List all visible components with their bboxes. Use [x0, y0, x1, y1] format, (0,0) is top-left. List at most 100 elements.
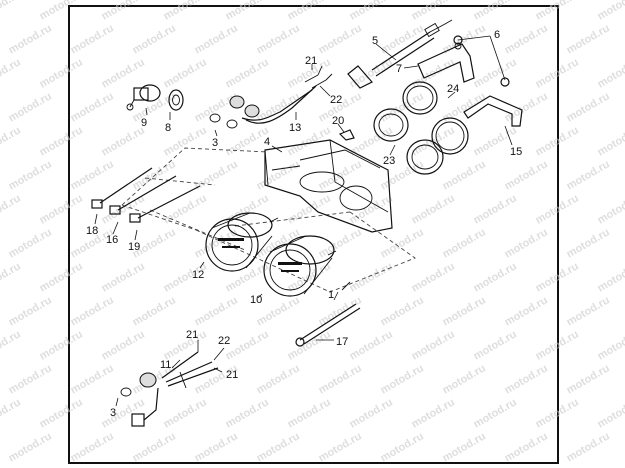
watermark-text: motod.ru [348, 56, 395, 90]
part-24-bezel-rings [402, 81, 469, 155]
watermark-text: motod.ru [162, 396, 209, 430]
watermark-text: motod.ru [596, 56, 625, 90]
watermark-text: motod.ru [596, 124, 625, 158]
watermark-text: motod.ru [7, 362, 54, 396]
watermark-text: motod.ru [410, 0, 457, 23]
label-part-22-bottom: 22 [218, 335, 230, 347]
watermark-text: motod.ru [596, 260, 625, 294]
watermark-text: motod.ru [534, 260, 581, 294]
watermark-text: motod.ru [69, 22, 116, 56]
watermark-text: motod.ru [224, 328, 271, 362]
watermark-text: motod.ru [0, 56, 23, 90]
label-part-21-top: 21 [305, 55, 317, 67]
watermark-text: motod.ru [317, 362, 364, 396]
watermark-text: motod.ru [7, 226, 54, 260]
part-11-wire-harness-bottom [120, 351, 219, 427]
watermark-text: motod.ru [0, 396, 23, 430]
watermark-text: motod.ru [69, 362, 116, 396]
watermark-text: motod.ru [534, 396, 581, 430]
watermark-text: motod.ru [534, 328, 581, 362]
watermark-text: motod.ru [565, 90, 612, 124]
leader-lines [94, 35, 513, 407]
label-part-21-bottom-left: 21 [186, 329, 198, 341]
watermark-text: motod.ru [596, 328, 625, 362]
watermark-text: motod.ru [193, 22, 240, 56]
part-23-lenses [373, 108, 444, 175]
watermark-text: motod.ru [534, 0, 581, 23]
watermark-text: motod.ru [255, 362, 302, 396]
label-part-8: 8 [165, 122, 171, 134]
part-number-labels: 9 8 3 4 5 7 6 24 23 15 13 20 21 22 18 16… [86, 29, 522, 419]
watermark-text: motod.ru [131, 22, 178, 56]
part-10-speedometer [263, 235, 337, 297]
watermark-text: motod.ru [410, 328, 457, 362]
watermark-text: motod.ru [472, 328, 519, 362]
watermark-text: motod.ru [410, 192, 457, 226]
watermark-text: motod.ru [534, 124, 581, 158]
part-6-nuts [453, 35, 510, 87]
watermark-text: motod.ru [38, 124, 85, 158]
label-part-1: 1 [328, 289, 334, 301]
label-part-3-top: 3 [212, 137, 218, 149]
watermark-text: motod.ru [503, 226, 550, 260]
watermark-text: motod.ru [193, 294, 240, 328]
watermark-text: motod.ru [379, 90, 426, 124]
assembly-dashed-lines [121, 147, 416, 293]
watermark-text: motod.ru [0, 124, 23, 158]
watermark-text: motod.ru [472, 56, 519, 90]
watermark-text: motod.ru [131, 430, 178, 464]
label-part-4: 4 [264, 136, 270, 148]
watermark-text: motod.ru [131, 294, 178, 328]
watermark-text: motod.ru [317, 226, 364, 260]
watermark-text: motod.ru [596, 0, 625, 23]
watermark-text: motod.ru [348, 260, 395, 294]
part-17-cable [295, 281, 361, 347]
watermark-text: motod.ru [441, 158, 488, 192]
watermark-text: motod.ru [565, 294, 612, 328]
watermark-text: motod.ru [224, 0, 271, 23]
watermark-text: motod.ru [100, 260, 147, 294]
watermark-text: motod.ru [472, 192, 519, 226]
watermark-text: motod.ru [379, 430, 426, 464]
watermark-text: motod.ru [348, 328, 395, 362]
watermark-text: motod.ru [100, 124, 147, 158]
watermark-text: motod.ru [565, 22, 612, 56]
watermark-text: motod.ru [348, 192, 395, 226]
watermark-text: motod.ru [0, 0, 23, 23]
watermark-text: motod.ru [69, 90, 116, 124]
watermark-text: motod.ru [441, 430, 488, 464]
watermark-text: motod.ru [348, 0, 395, 23]
watermark-text: motod.ru [224, 396, 271, 430]
watermark-text: motod.ru [379, 226, 426, 260]
watermark-text: motod.ru [69, 294, 116, 328]
watermark-text: motod.ru [565, 158, 612, 192]
watermark-text: motod.ru [7, 90, 54, 124]
watermark-text: motod.ru [534, 56, 581, 90]
label-part-20: 20 [332, 115, 344, 127]
watermark-text: motod.ru [317, 22, 364, 56]
watermark-text: motod.ru [472, 260, 519, 294]
label-part-19: 19 [128, 241, 140, 253]
part-5-speedo-cable [347, 19, 453, 89]
watermark-text: motod.ru [596, 396, 625, 430]
watermark-text: motod.ru [7, 158, 54, 192]
watermark-text: motod.ru [255, 430, 302, 464]
watermark-text: motod.ru [69, 158, 116, 192]
watermark-text: motod.ru [286, 396, 333, 430]
watermark-text: motod.ru [565, 430, 612, 464]
watermark-text: motod.ru [193, 430, 240, 464]
label-part-13: 13 [289, 122, 301, 134]
label-part-6: 6 [494, 29, 500, 41]
watermark-text: motod.ru [503, 430, 550, 464]
watermark-text: motod.ru [193, 158, 240, 192]
watermark-text: motod.ru [255, 22, 302, 56]
label-part-11: 11 [160, 359, 171, 371]
label-part-3-bottom: 3 [110, 407, 116, 419]
label-part-17: 17 [336, 336, 348, 348]
watermark-text: motod.ru [441, 90, 488, 124]
part-16-18-19-wires [91, 167, 201, 223]
part-15-bracket [463, 95, 523, 127]
watermark-text: motod.ru [7, 430, 54, 464]
diagram-frame [68, 5, 559, 464]
